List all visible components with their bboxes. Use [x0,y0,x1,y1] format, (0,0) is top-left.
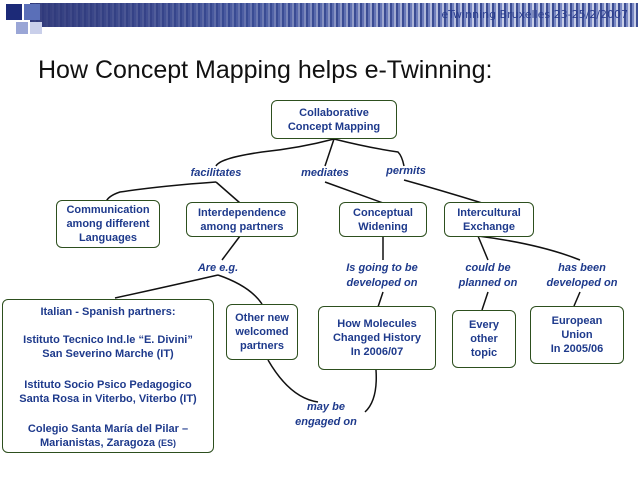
link-label-may-be: may be engaged on [295,401,357,428]
link-label-facilitates: facilitates [190,167,242,179]
slide-title: How Concept Mapping helps e-Twinning: [38,56,493,84]
link-root-facilitates [215,138,335,167]
link-label-going-to-be: Is going to be developed on [346,262,418,289]
square-1 [6,4,22,20]
link-label-permits: permits [386,165,426,177]
school3-location-row: Marianistas, Zaragoza (ES) [3,436,213,450]
link-could-every [481,291,489,311]
node-other-partners: Other new welcomed partners [226,304,298,360]
link-other-maybe [267,359,319,403]
school3-name: Colegio Santa María del Pilar – [27,423,189,435]
header-event-text: eTwinning Bruxelles 23-25/2/2007 [441,8,628,21]
square-3 [16,22,28,34]
link-permits-intercultural [403,179,483,204]
school3-country: (ES) [158,438,176,448]
root-concept-node: Collaborative Concept Mapping [271,100,397,139]
link-going-molecules [377,291,384,308]
node-european-union: European Union In 2005/06 [530,306,624,364]
node-intercultural-exchange: Intercultural Exchange [444,202,534,237]
link-label-mediates: mediates [301,167,349,179]
link-label-could-be: could be planned on [458,262,518,289]
node-conceptual-widening: Conceptual Widening [339,202,427,237]
school1-name: Istituto Tecnico Ind.le “E. Divini” [23,334,193,346]
node-every-topic: Every other topic [452,310,516,368]
partners-node: Italian - Spanish partners: Istituto Tec… [2,299,214,453]
link-are-partners [114,274,219,299]
square-2 [24,4,40,20]
link-intercultural-could [477,235,489,261]
link-facilitates-interdependence [215,181,241,204]
link-mediates-conceptual [324,181,384,204]
link-facilitates-communication [105,181,217,203]
link-are-other [217,274,263,305]
decorative-squares [0,0,70,40]
link-root-permits [333,138,405,167]
link-maybe-molecules [364,369,378,413]
link-intercultural-has [477,235,581,261]
header-stripe [30,3,638,27]
school2-location: Santa Rosa in Viterbo, Viterbo (IT) [19,393,197,405]
node-interdependence: Interdependence among partners [186,202,298,237]
school1-location: San Severino Marche (IT) [42,348,174,360]
school2-name: Istituto Socio Psico Pedagogico [24,379,192,391]
link-interdependence-are [221,235,241,261]
school3-location: Marianistas, Zaragoza [40,437,155,449]
square-4 [30,22,42,34]
link-has-european [573,291,581,307]
link-label-are-eg: Are e.g. [197,262,239,274]
header-banner: eTwinning Bruxelles 23-25/2/2007 [0,0,638,34]
link-root-mediates [324,138,335,167]
link-label-has-been: has been developed on [546,262,618,289]
node-communication: Communication among different Languages [56,200,160,248]
partners-heading: Italian - Spanish partners: [40,306,176,318]
node-molecules: How Molecules Changed History In 2006/07 [318,306,436,370]
